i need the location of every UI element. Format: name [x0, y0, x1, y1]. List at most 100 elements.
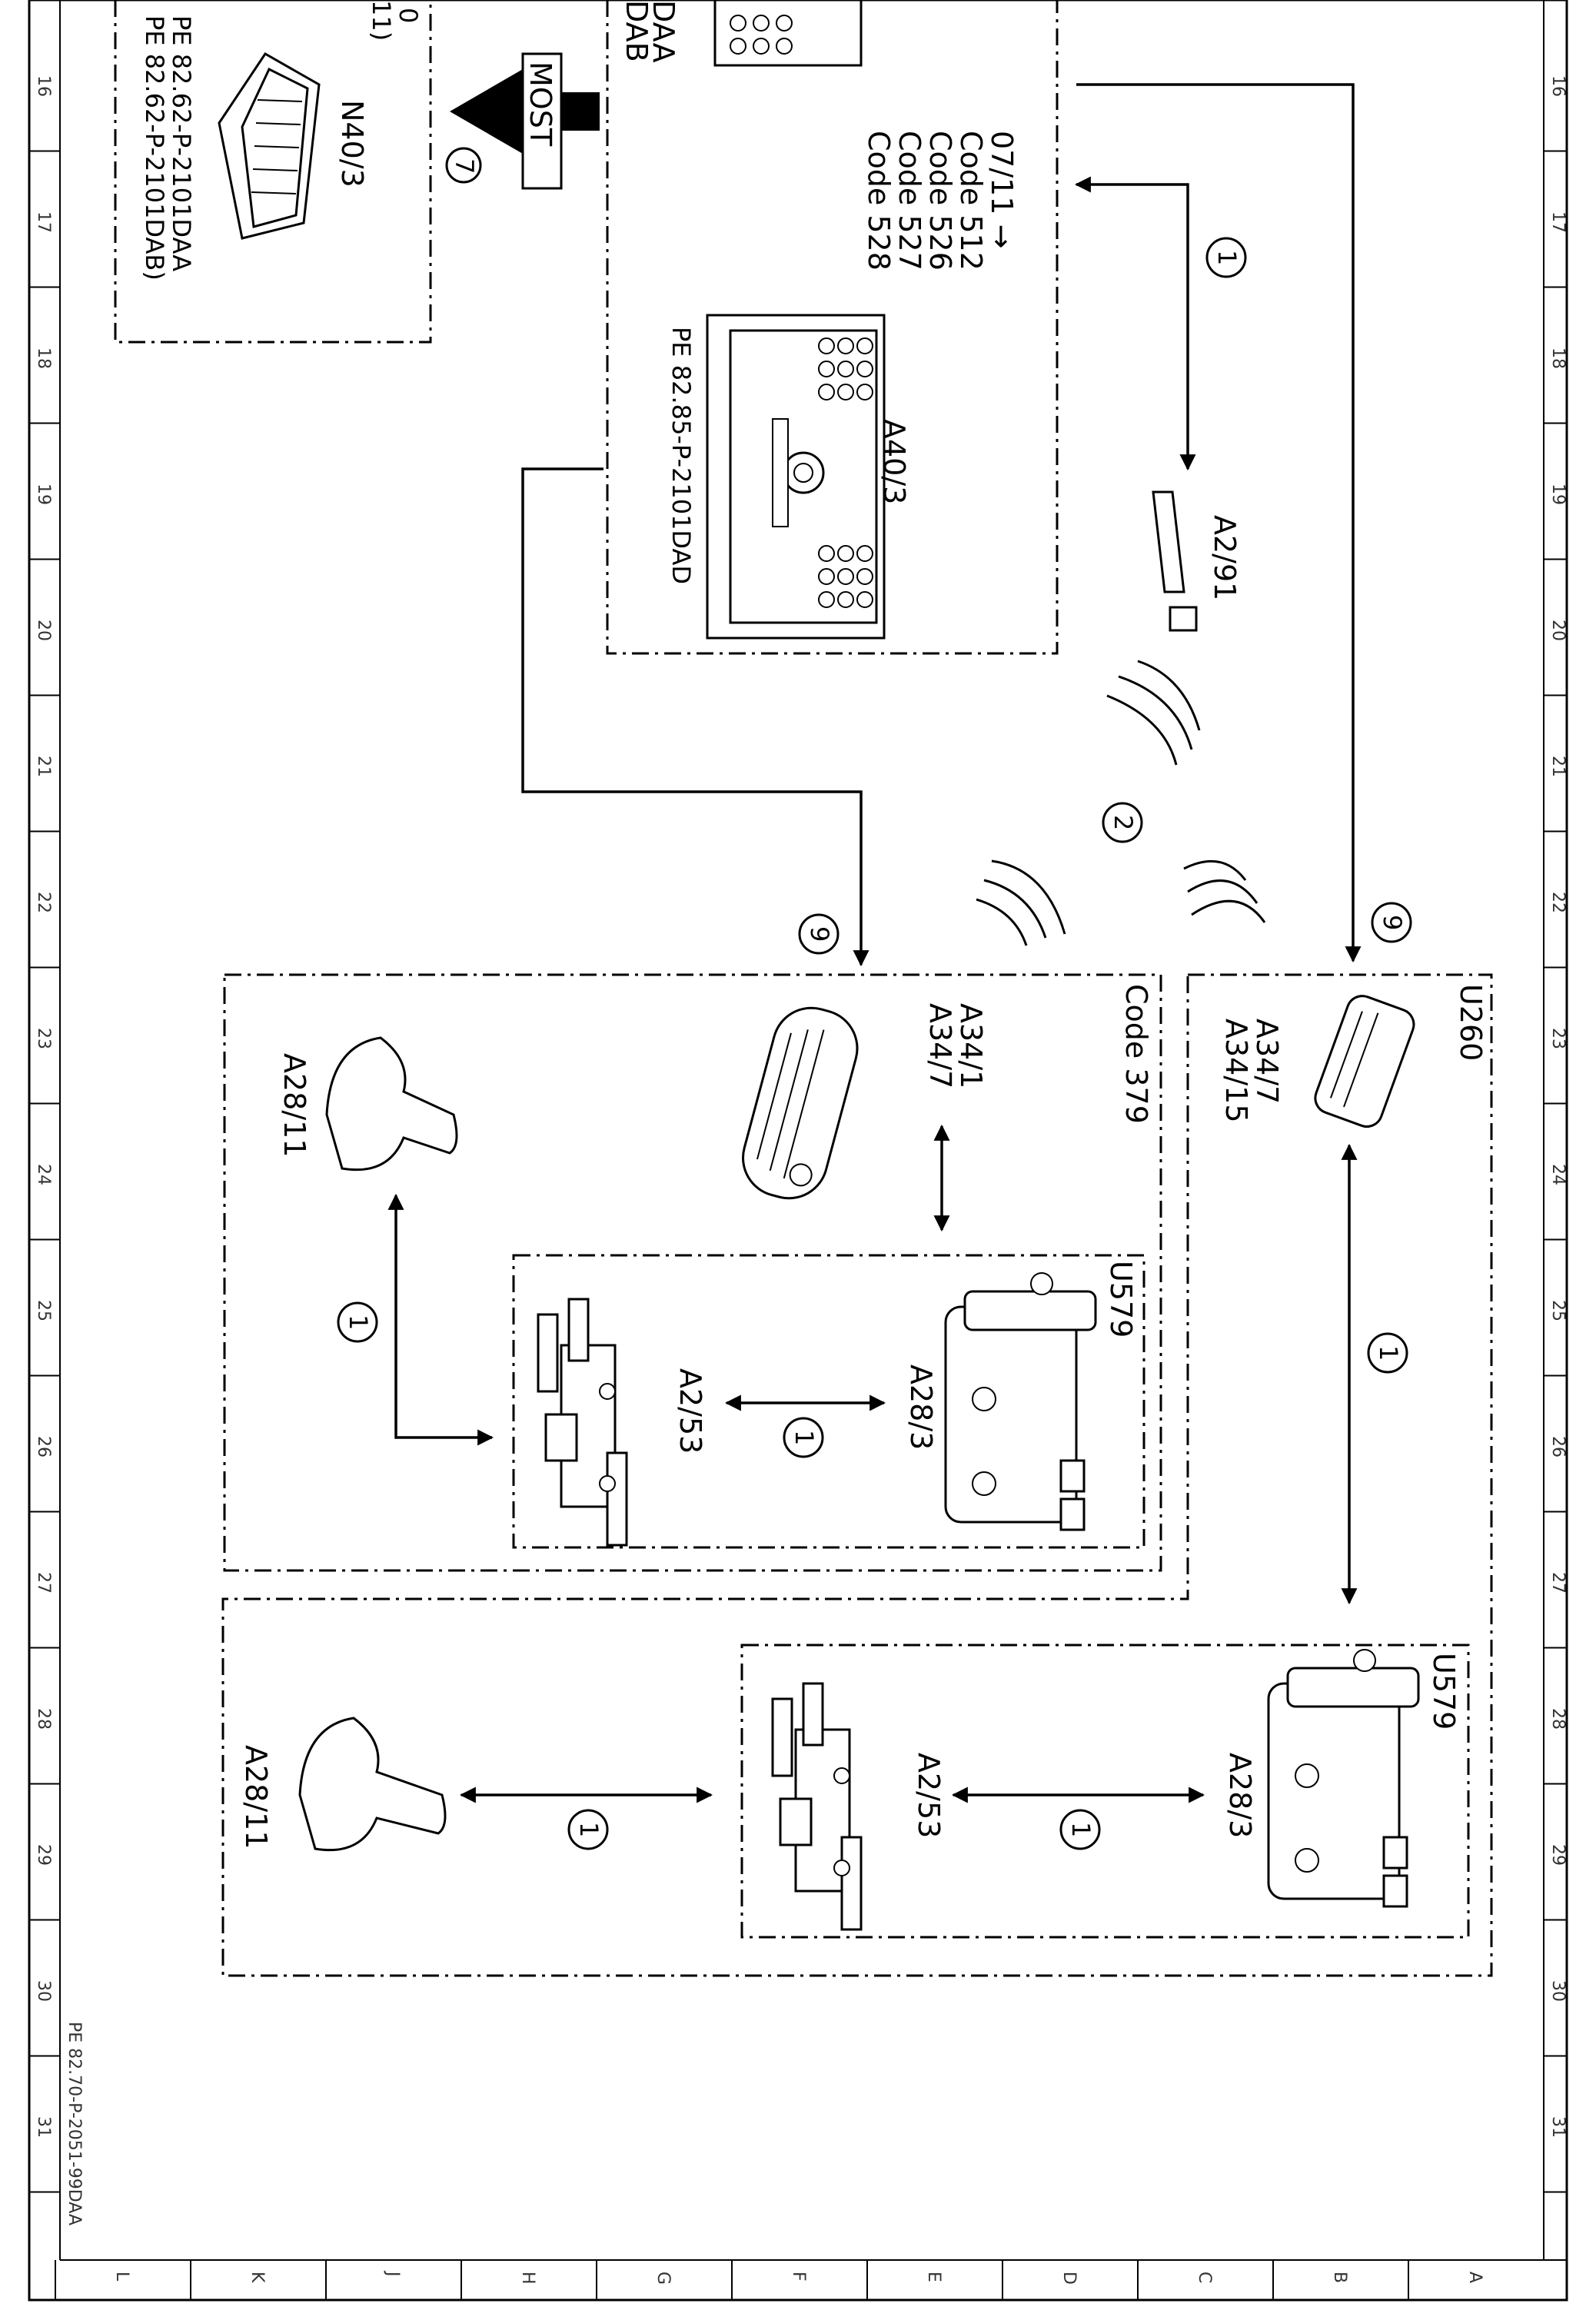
- code379-a28-11-label: A28/11: [278, 1053, 311, 1158]
- radio-a40-3-icon: [706, 314, 886, 640]
- connection-lines: 9 9: [521, 83, 1412, 967]
- ruler-number: 30: [1548, 1980, 1568, 2002]
- lower-u579-label: U579: [1427, 1653, 1461, 1730]
- marker-1-code379-mid: 1: [790, 1430, 819, 1445]
- ruler-number: 29: [34, 1844, 53, 1866]
- lower-a28-3-label: A28/3: [1223, 1753, 1257, 1838]
- ruler-number: 26: [34, 1436, 53, 1457]
- n40-cut-text-1: 0: [394, 8, 423, 23]
- code379-key-2: A34/7: [923, 1003, 957, 1089]
- marker-9-u260: 9: [1378, 915, 1407, 930]
- ruler-number: 18: [34, 347, 53, 369]
- u260-box: U260 A34/7 A34/15 1 U579 A28/3 1: [221, 973, 1493, 1977]
- code379-label: Code 379: [1119, 984, 1153, 1124]
- ruler-letter: K: [248, 2272, 267, 2283]
- marker-9-code379: 9: [805, 926, 834, 942]
- marker-1-lower-left: 1: [574, 1822, 603, 1837]
- ruler-letter: A: [1465, 2272, 1485, 2283]
- radio-waves-left-icon: [976, 859, 1066, 946]
- marker-1-a2-91: 1: [1212, 250, 1242, 265]
- a28-11-lower-icon: [298, 1717, 447, 1852]
- marker-1-lower-right: 1: [1066, 1822, 1096, 1837]
- n40-box: N40/3 PE 82.62-P-2101DAA PE 82.62-P-2101…: [114, 0, 432, 344]
- ruler-number: 17: [1548, 211, 1568, 233]
- a40-label: A40/3: [877, 419, 911, 504]
- u260-label: U260: [1454, 984, 1488, 1061]
- a28-11-upper-icon: [325, 1036, 458, 1172]
- amplifier-n40-3-icon: [218, 52, 321, 240]
- u260-key-2: A34/15: [1219, 1019, 1253, 1123]
- ruler-number: 26: [1548, 1436, 1568, 1457]
- radio-waves-right-icon: [1183, 859, 1266, 923]
- lower-a28-11-label: A28/11: [239, 1745, 273, 1850]
- u260-key-1: A34/7: [1250, 1019, 1284, 1104]
- ruler-number: 30: [34, 1980, 53, 2002]
- marker-7: 7: [450, 158, 479, 174]
- ruler-number: 25: [1548, 1300, 1568, 1321]
- ruler-number: 22: [34, 892, 53, 913]
- radio-waves-icon: [1106, 660, 1201, 766]
- a40-box: DAA DAB A40/3 PE: [606, 0, 1059, 655]
- a40-code-line-3: Code 526: [923, 131, 957, 271]
- a2-91-label: A2/91: [1208, 515, 1242, 600]
- a40-ref: PE 82.85-P-2101DAD: [667, 327, 696, 584]
- lower-a2-53-label: A2/53: [912, 1753, 946, 1838]
- code379-a2-53-label: A2/53: [673, 1368, 707, 1454]
- marker-1-u260: 1: [1374, 1345, 1403, 1361]
- ruler-number: 24: [1548, 1164, 1568, 1185]
- a40-cut-daa: DAA: [647, 0, 680, 63]
- pump-a28-3-lower-icon: [1267, 1649, 1420, 1908]
- ruler-number: 18: [1548, 347, 1568, 369]
- a2-91-group: 1 A2/91: [1074, 176, 1247, 766]
- a40-code-line-4: Code 527: [893, 131, 926, 271]
- n40-label: N40/3: [335, 100, 369, 188]
- ruler-number: 21: [1548, 756, 1568, 777]
- antenna-a2-91-icon: [1152, 490, 1198, 632]
- ruler-letter: H: [518, 2272, 537, 2285]
- ruler-number: 22: [1548, 892, 1568, 913]
- marker-2: 2: [1109, 815, 1138, 830]
- ruler-number: 17: [34, 211, 53, 233]
- marker-1-code379-left: 1: [344, 1315, 373, 1330]
- valve-a2-53-lower-icon: [771, 1682, 863, 1931]
- ruler-number: 23: [34, 1028, 53, 1049]
- ruler-number: 27: [34, 1572, 53, 1594]
- a40-codes: 07/11 → Code 512 Code 526 Code 527 Code …: [862, 131, 1019, 271]
- radio-a40-3-icon-cut: [713, 0, 863, 67]
- a40-cut-dab: DAB: [620, 0, 653, 62]
- ruler-number: 21: [34, 756, 53, 777]
- doc-reference: PE 82.70-P-2051-99DAA: [65, 2022, 84, 2225]
- ruler-letter: C: [1195, 2272, 1214, 2283]
- ruler-number: 29: [1548, 1844, 1568, 1866]
- key-a34-7-icon: [1314, 995, 1415, 1128]
- ruler-letter: L: [112, 2272, 131, 2282]
- ruler-number: 24: [34, 1164, 53, 1185]
- n40-ref-1: PE 82.62-P-2101DAA: [167, 15, 196, 271]
- marker-2-group: 2: [976, 802, 1266, 946]
- most-label: MOST: [524, 61, 557, 147]
- ruler-letter: F: [789, 2272, 808, 2282]
- a40-code-line-1: 07/11 →: [985, 131, 1019, 248]
- ruler-number: 20: [34, 620, 53, 641]
- code379-u579-label: U579: [1104, 1261, 1138, 1338]
- ruler-number: 31: [1548, 2116, 1568, 2138]
- ruler-number: 28: [1548, 1708, 1568, 1730]
- page-frame: [28, 0, 1568, 2302]
- pump-a28-3-upper-icon: [944, 1272, 1097, 1531]
- a40-code-line-2: Code 512: [954, 131, 988, 271]
- ruler-number: 16: [1548, 75, 1568, 97]
- a40-code-line-5: Code 528: [862, 131, 896, 271]
- ruler-number: 23: [1548, 1028, 1568, 1049]
- ruler-number: 27: [1548, 1572, 1568, 1594]
- valve-a2-53-upper-icon: [537, 1298, 628, 1547]
- ruler-number: 19: [1548, 484, 1568, 505]
- ruler-letter: B: [1330, 2272, 1349, 2283]
- ruler-letter: J: [383, 2270, 402, 2277]
- n40-cut-text-2: 11): [367, 0, 396, 41]
- ruler-number: 25: [34, 1300, 53, 1321]
- code379-key-1: A34/1: [954, 1003, 988, 1089]
- code379-box: Code 379 A34/1 A34/7 A28/11 1 U579 A2/53: [223, 973, 1162, 1572]
